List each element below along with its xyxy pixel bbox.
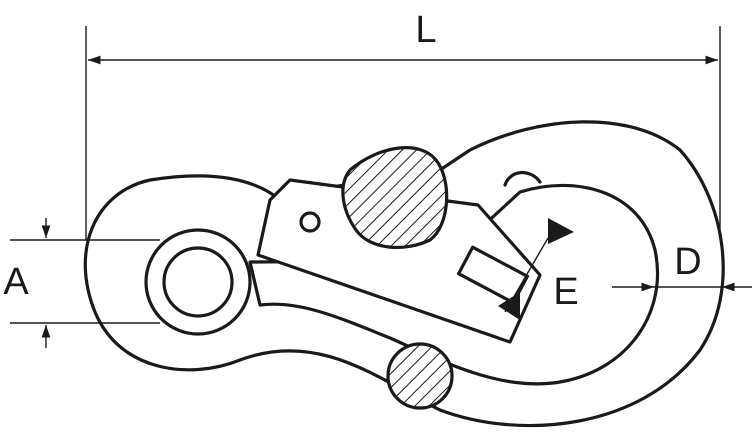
gate-lever (256, 178, 542, 344)
gate-latch (456, 245, 530, 305)
gate-pin (299, 211, 321, 233)
eye-ring (144, 228, 252, 336)
opening-arrow-top (548, 218, 574, 244)
opening-label: E (553, 271, 578, 313)
length-label: L (415, 9, 436, 51)
gate-section-hatched (341, 146, 449, 250)
gate-spring-arc (503, 171, 542, 187)
dimension-diameter: D (612, 241, 752, 292)
dimension-eye: A (3, 218, 160, 348)
dimension-opening: E (498, 218, 579, 320)
body-section-hatched (386, 342, 454, 410)
diameter-label: D (674, 241, 701, 283)
dimension-length: L (85, 9, 721, 262)
opening-arrow-bottom (498, 292, 520, 320)
eye-label: A (3, 261, 29, 303)
